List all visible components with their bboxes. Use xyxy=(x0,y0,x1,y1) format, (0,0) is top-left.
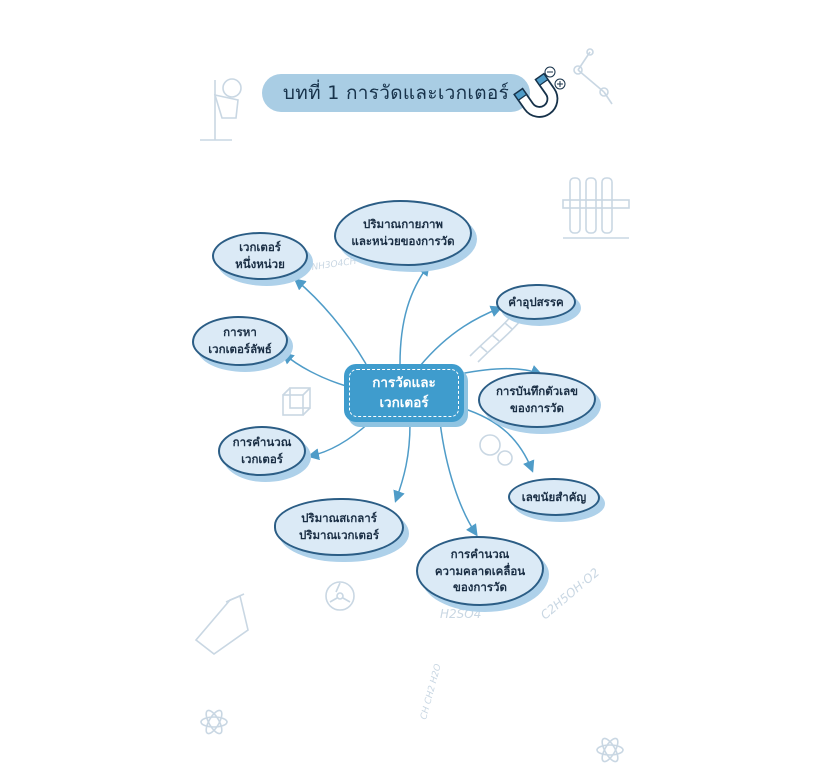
atom-icon-2 xyxy=(596,737,624,763)
node-scalar-vector: ปริมาณสเกลาร์ ปริมาณเวกเตอร์ xyxy=(274,498,404,556)
node-label: เวกเตอร์ หนึ่งหน่วย xyxy=(235,240,285,271)
lab-stand-icon xyxy=(200,78,242,141)
node-vector-calculation: การคำนวณ เวกเตอร์ xyxy=(218,426,306,476)
flask-icon xyxy=(194,593,249,655)
formula-doodle-2: H2SO4 xyxy=(440,607,481,621)
arrow-to-node-2 xyxy=(419,305,503,367)
arrow-to-node-8 xyxy=(281,352,347,387)
arrow-to-node-9 xyxy=(293,278,367,365)
node-label: คำอุปสรรค xyxy=(508,294,564,309)
crystal-icon xyxy=(282,387,311,416)
atom-icon xyxy=(200,709,228,735)
node-label: ปริมาณสเกลาร์ ปริมาณเวกเตอร์ xyxy=(298,511,380,542)
magnet-icon xyxy=(513,66,566,118)
arrow-to-node-1 xyxy=(399,263,430,365)
node-label: เลขนัยสำคัญ xyxy=(521,489,587,504)
node-resultant-vector: การหา เวกเตอร์ลัพธ์ xyxy=(192,316,288,366)
arrow-to-node-7 xyxy=(307,421,371,461)
node-unit-vector: เวกเตอร์ หนึ่งหน่วย xyxy=(212,232,308,280)
radiation-icon xyxy=(325,581,355,611)
node-label: การคำนวณ ความคลาดเคลื่อน ของการวัด xyxy=(434,546,526,595)
node-label: การบันทึกตัวเลข ของการวัด xyxy=(495,384,579,415)
center-dashed-border xyxy=(349,369,459,417)
molecule-icon xyxy=(573,48,613,105)
node-prefix: คำอุปสรรค xyxy=(496,284,576,320)
node-label: การหา เวกเตอร์ลัพธ์ xyxy=(208,325,272,356)
arrow-to-node-5 xyxy=(439,421,478,537)
node-label: ปริมาณกายภาพ และหน่วยของการวัด xyxy=(351,217,455,248)
node-significant-figures: เลขนัยสำคัญ xyxy=(508,478,600,516)
decorative-doodles xyxy=(194,48,630,763)
chapter-title-banner: บทที่ 1 การวัดและเวกเตอร์ xyxy=(262,74,530,112)
node-error-calculation: การคำนวณ ความคลาดเคลื่อน ของการวัด xyxy=(416,536,544,606)
formula-doodle-4: CH CH2 H2O xyxy=(419,663,443,721)
goggles-icon xyxy=(479,434,513,466)
chapter-title: บทที่ 1 การวัดและเวกเตอร์ xyxy=(282,82,510,104)
node-recording-numbers: การบันทึกตัวเลข ของการวัด xyxy=(478,372,596,428)
test-tube-rack-icon xyxy=(562,177,630,239)
node-label: การคำนวณ เวกเตอร์ xyxy=(232,435,292,466)
center-topic-label: การวัดและ เวกเตอร์ xyxy=(372,374,436,411)
connector-arrows xyxy=(281,263,543,537)
arrow-to-node-6 xyxy=(393,423,411,503)
arrow-to-node-4 xyxy=(461,407,535,473)
center-topic: การวัดและ เวกเตอร์ xyxy=(344,364,464,422)
formula-doodle-3: C2H5OH·O2 xyxy=(538,565,602,622)
node-physical-quantity: ปริมาณกายภาพ และหน่วยของการวัด xyxy=(334,200,472,266)
